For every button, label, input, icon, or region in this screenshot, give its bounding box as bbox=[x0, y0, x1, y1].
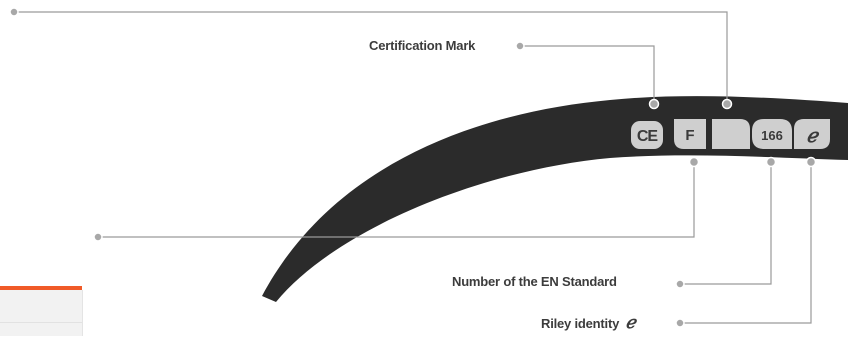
stamp-riley-text: ℯ bbox=[806, 126, 820, 147]
stamp-row: CE F 166 ℯ bbox=[631, 119, 830, 149]
stamp-ce bbox=[631, 121, 663, 149]
label-en-standard: Number of the EN Standard bbox=[452, 274, 617, 289]
leader-dot-impact-end bbox=[688, 156, 700, 168]
leader-line-impact bbox=[98, 162, 695, 238]
leader-dot-impact-start bbox=[93, 232, 103, 242]
leader-dot-standard-end bbox=[765, 156, 777, 168]
leader-dot-certification-end bbox=[648, 98, 660, 110]
stamp-standard-text: 166 bbox=[761, 128, 783, 143]
label-certification-mark: Certification Mark bbox=[369, 38, 476, 53]
corner-divider bbox=[0, 322, 82, 323]
leader-dot-standard-start bbox=[675, 279, 685, 289]
accent-bar bbox=[0, 286, 82, 290]
label-riley-identity-text: Riley identity bbox=[541, 316, 620, 331]
leader-dot-top-end bbox=[721, 98, 733, 110]
stamp-ce-text: CE bbox=[637, 128, 659, 145]
leader-dot-riley-end bbox=[805, 156, 817, 168]
corner-panel bbox=[0, 290, 83, 336]
leader-line-riley bbox=[680, 162, 812, 324]
label-riley-identity: Riley identity ℯ bbox=[541, 313, 636, 333]
stamp-impact-text: F bbox=[685, 127, 694, 144]
stamp-standard bbox=[752, 119, 792, 149]
stamp-blank bbox=[712, 119, 750, 149]
leader-line-certification bbox=[520, 45, 655, 104]
riley-logo-icon: ℯ bbox=[625, 313, 636, 333]
leader-line-top bbox=[14, 11, 728, 104]
leader-dot-top-start bbox=[9, 7, 19, 17]
stamp-riley bbox=[794, 119, 830, 149]
leader-line-standard bbox=[680, 162, 772, 285]
stamp-impact bbox=[674, 119, 706, 149]
leader-dot-riley-start bbox=[675, 318, 685, 328]
leader-dot-certification-start bbox=[515, 41, 525, 51]
